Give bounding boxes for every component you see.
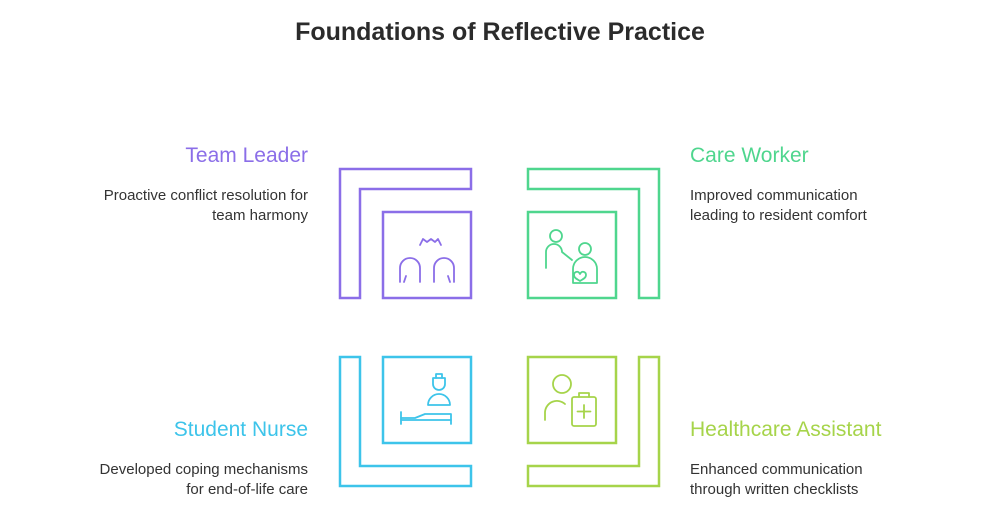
care-worker-description-line-1: Improved communication bbox=[690, 187, 858, 204]
student-nurse-heading: Student Nurse bbox=[173, 418, 308, 441]
student-nurse-description-line-1: Developed coping mechanisms bbox=[99, 461, 308, 478]
student-nurse-description-line-2: for end-of-life care bbox=[186, 481, 308, 498]
care-worker-heading: Care Worker bbox=[690, 144, 809, 167]
team-leader-block bbox=[338, 167, 473, 300]
caregiver-icon bbox=[545, 229, 598, 284]
care-worker-outer-bracket bbox=[526, 167, 661, 300]
healthcare-assistant-heading: Healthcare Assistant bbox=[690, 418, 882, 441]
team-people-icon bbox=[399, 238, 455, 283]
care-worker-description-line-2: leading to resident comfort bbox=[690, 207, 867, 224]
person-clipboard-icon bbox=[544, 374, 597, 427]
team-leader-description-line-1: Proactive conflict resolution for bbox=[103, 187, 308, 204]
healthcare-assistant-description: Enhanced communication through written c… bbox=[690, 460, 980, 500]
team-leader-heading: Team Leader bbox=[185, 144, 308, 167]
team-leader-icon-frame bbox=[381, 210, 473, 300]
healthcare-assistant-description-line-1: Enhanced communication bbox=[690, 461, 863, 478]
student-nurse-outer-bracket bbox=[338, 355, 473, 488]
student-nurse-description: Developed coping mechanisms for end-of-l… bbox=[18, 460, 308, 500]
team-leader-outer-bracket bbox=[338, 167, 473, 300]
healthcare-assistant-description-line-2: through written checklists bbox=[690, 481, 859, 498]
team-leader-description: Proactive conflict resolution for team h… bbox=[18, 186, 308, 226]
team-leader-description-line-2: team harmony bbox=[212, 207, 308, 224]
healthcare-assistant-icon-frame bbox=[526, 355, 618, 445]
nurse-bed-icon bbox=[400, 373, 452, 425]
student-nurse-icon-frame bbox=[381, 355, 473, 445]
healthcare-assistant-outer-bracket bbox=[526, 355, 661, 488]
care-worker-block bbox=[526, 167, 661, 300]
student-nurse-block bbox=[338, 355, 473, 488]
care-worker-description: Improved communication leading to reside… bbox=[690, 186, 980, 226]
care-worker-icon-frame bbox=[526, 210, 618, 300]
healthcare-assistant-block bbox=[526, 355, 661, 488]
page-title: Foundations of Reflective Practice bbox=[295, 18, 705, 46]
